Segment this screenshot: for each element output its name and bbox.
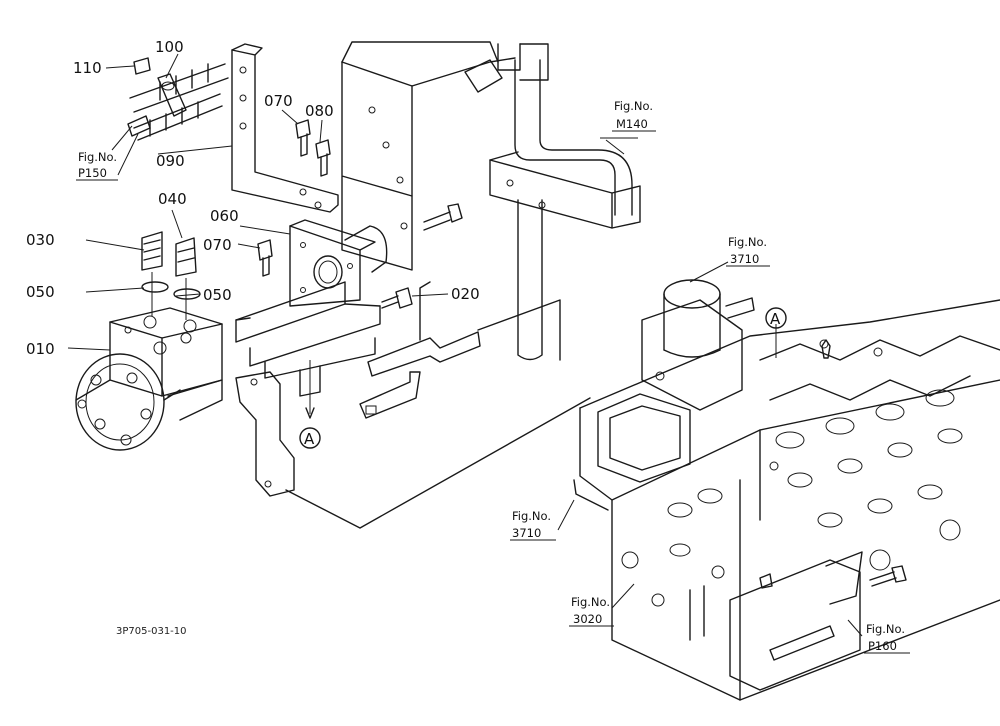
part-label-070-lower: 070 [203, 236, 232, 254]
marker-a-text: A [770, 310, 781, 328]
marker-a-text: A [304, 430, 315, 448]
fig-ref-p150: Fig.No. P150 [76, 150, 118, 181]
part-labels: 110 100 070 080 090 040 030 060 070 050 … [26, 38, 480, 358]
part-label-070-upper: 070 [264, 92, 293, 110]
steering-unit-010 [75, 307, 223, 451]
part-label-030: 030 [26, 231, 55, 249]
fig-ref-number: P160 [868, 639, 897, 653]
fig-ref-number: 3710 [730, 252, 759, 266]
fig-ref-p160: Fig.No. P160 [864, 622, 910, 654]
marker-a-right: A [765, 307, 787, 329]
part-label-020: 020 [451, 285, 480, 303]
part-label-010: 010 [26, 340, 55, 358]
part-label-080: 080 [305, 102, 334, 120]
part-label-040: 040 [158, 190, 187, 208]
fig-ref-3710-lower: Fig.No. 3710 [510, 509, 556, 541]
hose-assembly-100 [127, 57, 229, 141]
fig-ref-number: P150 [78, 166, 107, 180]
figure-references: Fig.No. P150 Fig.No. M140 Fig.No. 3710 F… [76, 99, 910, 654]
marker-a-left: A [299, 427, 321, 449]
fig-ref-number: M140 [616, 117, 648, 131]
part-label-050-left: 050 [26, 283, 55, 301]
fig-ref-number: 3020 [573, 612, 602, 626]
bracket-060 [235, 219, 591, 529]
fig-ref-prefix: Fig.No. [728, 235, 767, 249]
fig-ref-prefix: Fig.No. [512, 509, 551, 523]
part-label-050-right: 050 [203, 286, 232, 304]
drawing-code: 3P705-031-10 [116, 626, 187, 637]
fig-ref-prefix: Fig.No. [866, 622, 905, 636]
head-ports [621, 339, 963, 607]
frame-structure [341, 41, 641, 419]
bracket-090 [231, 43, 339, 213]
fig-ref-prefix: Fig.No. [571, 595, 610, 609]
part-label-110: 110 [73, 59, 102, 77]
fig-ref-number: 3710 [512, 526, 541, 540]
fig-ref-prefix: Fig.No. [78, 150, 117, 164]
fig-ref-3020: Fig.No. 3020 [569, 595, 614, 627]
fig-ref-3710-upper: Fig.No. 3710 [726, 235, 770, 267]
fig-ref-prefix: Fig.No. [614, 99, 653, 113]
leader-lines [67, 53, 863, 637]
part-label-100: 100 [155, 38, 184, 56]
engine-cylinder-head [573, 279, 1000, 701]
part-label-060: 060 [210, 207, 239, 225]
fittings [141, 119, 413, 320]
fig-ref-m140: Fig.No. M140 [612, 99, 656, 132]
part-label-090: 090 [156, 152, 185, 170]
